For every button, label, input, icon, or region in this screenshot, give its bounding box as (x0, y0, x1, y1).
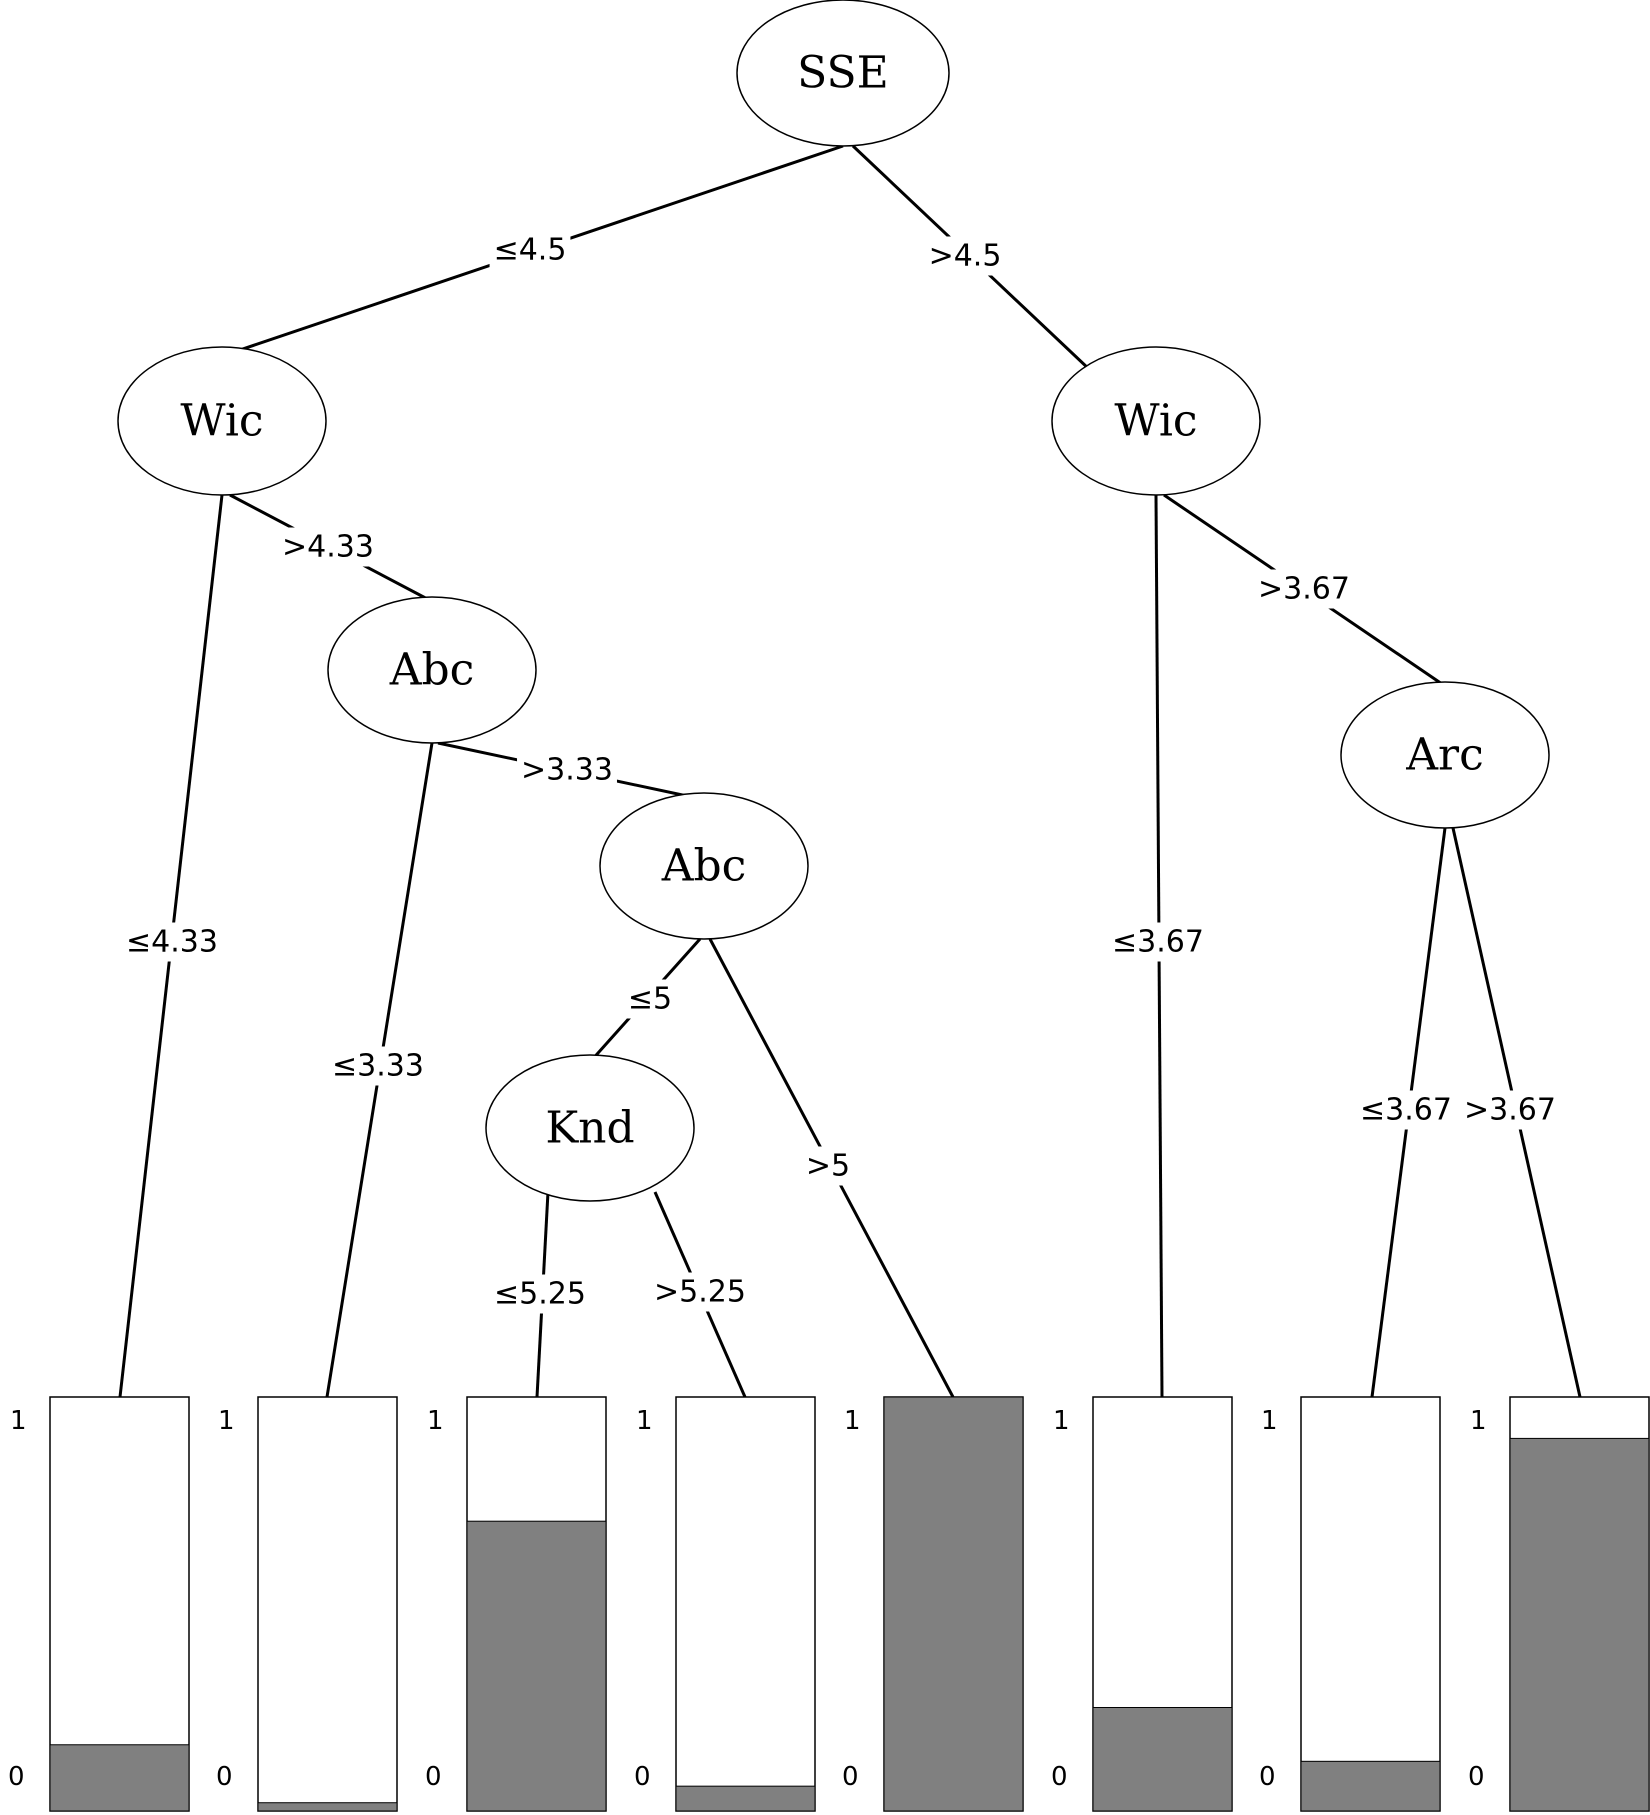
edge-label: ≤3.33 (332, 1049, 424, 1084)
leaf-axis-top-label: 1 (1053, 1406, 1070, 1436)
edge-label-background (1108, 922, 1208, 962)
node-label: Abc (661, 841, 747, 892)
edge-label-background (517, 750, 617, 790)
leaf-frame (49, 1396, 190, 1812)
edge-label: ≤5 (628, 982, 672, 1017)
leaf-frame (675, 1396, 816, 1812)
node-label: Arc (1405, 730, 1483, 781)
edge-label: ≤3.67 (1360, 1093, 1452, 1128)
leaf-1: 10 (8, 1396, 190, 1812)
edge-label-background (650, 1272, 750, 1312)
leaf-3: 10 (425, 1396, 607, 1812)
node-ellipse (327, 596, 537, 744)
leaf-4: 10 (634, 1396, 816, 1812)
leaf-axis-top-label: 1 (844, 1406, 861, 1436)
edge-label: >5.25 (654, 1275, 746, 1310)
node-abc-2: Abc (599, 792, 809, 940)
leaf-axis-top-label: 1 (1470, 1406, 1487, 1436)
leaf-axis-bottom-label: 0 (1259, 1762, 1276, 1792)
edge-label: >4.5 (929, 239, 1002, 274)
edge-label-background (801, 1146, 855, 1186)
leaf-bar-fill (257, 1802, 398, 1812)
leaf-bar-fill (1509, 1437, 1650, 1812)
node-label: SSE (797, 48, 889, 99)
leaf-6: 10 (1051, 1396, 1233, 1812)
node-ellipse (736, 0, 950, 147)
edge-label: >3.67 (1464, 1093, 1556, 1128)
leaf-bar-fill (675, 1785, 816, 1812)
edge-label: >3.33 (521, 753, 613, 788)
node-ellipse (599, 792, 809, 940)
node-arc: Arc (1340, 681, 1550, 829)
leaf-axis-bottom-label: 0 (1051, 1762, 1068, 1792)
leaf-axis-bottom-label: 0 (634, 1762, 651, 1792)
node-abc-1: Abc (327, 596, 537, 744)
leaf-5: 10 (842, 1396, 1024, 1812)
edge-label-background (122, 922, 222, 962)
edge-label: ≤4.5 (494, 233, 567, 268)
leaf-axis-bottom-label: 0 (8, 1762, 25, 1792)
leaf-2: 10 (216, 1396, 398, 1812)
leaf-bar-fill (1092, 1707, 1233, 1812)
leaf-axis-bottom-label: 0 (425, 1762, 442, 1792)
edge-label-background (328, 1046, 428, 1086)
edge-label-background (278, 527, 378, 567)
edge-label-background (490, 1274, 590, 1314)
leaf-axis-top-label: 1 (218, 1406, 235, 1436)
edge-label: ≤3.67 (1112, 925, 1204, 960)
leaf-frame (1300, 1396, 1441, 1812)
leaf-8: 10 (1468, 1396, 1650, 1812)
leaf-axis-top-label: 1 (1261, 1406, 1278, 1436)
edge-label-background (1356, 1090, 1456, 1130)
leaf-axis-top-label: 1 (10, 1406, 27, 1436)
edge-label-background (1460, 1090, 1560, 1130)
edge-label: >5 (806, 1149, 850, 1184)
node-wic-left: Wic (117, 346, 327, 496)
leaf-bar-fill (883, 1396, 1024, 1812)
edge-label-background (623, 979, 677, 1019)
leaf-bar-fill (49, 1744, 190, 1812)
node-ellipse (1051, 346, 1261, 496)
edge-label-background (924, 236, 1006, 276)
node-ellipse (117, 346, 327, 496)
node-label: Wic (1114, 396, 1197, 447)
edge-label: ≤5.25 (494, 1277, 586, 1312)
node-wic-right: Wic (1051, 346, 1261, 496)
leaf-frame (257, 1396, 398, 1812)
edge-label: >3.67 (1258, 572, 1350, 607)
edges-layer: ≤4.5 >4.5 ≤4.33 >4.33 ≤3.33 >3.33 ≤5 >5 ≤5.25 >5.… (118, 144, 1582, 1398)
edge-label: >4.33 (282, 530, 374, 565)
leaf-bar-fill (1300, 1760, 1441, 1812)
leaf-axis-bottom-label: 0 (216, 1762, 233, 1792)
leaf-axis-bottom-label: 0 (1468, 1762, 1485, 1792)
edge-label: ≤4.33 (126, 925, 218, 960)
node-label: Abc (389, 645, 475, 696)
node-root: SSE (736, 0, 950, 147)
node-ellipse (485, 1054, 695, 1202)
edge-label-background (1254, 569, 1354, 609)
leaf-bar-fill (466, 1520, 607, 1812)
node-knd: Knd (485, 1054, 695, 1202)
node-ellipse (1340, 681, 1550, 829)
leaf-axis-top-label: 1 (636, 1406, 653, 1436)
node-label: Knd (545, 1103, 634, 1154)
edge-label-background (489, 230, 571, 270)
leaf-7: 10 (1259, 1396, 1441, 1812)
leaf-axis-top-label: 1 (427, 1406, 444, 1436)
node-label: Wic (180, 396, 263, 447)
leaf-axis-bottom-label: 0 (842, 1762, 859, 1792)
